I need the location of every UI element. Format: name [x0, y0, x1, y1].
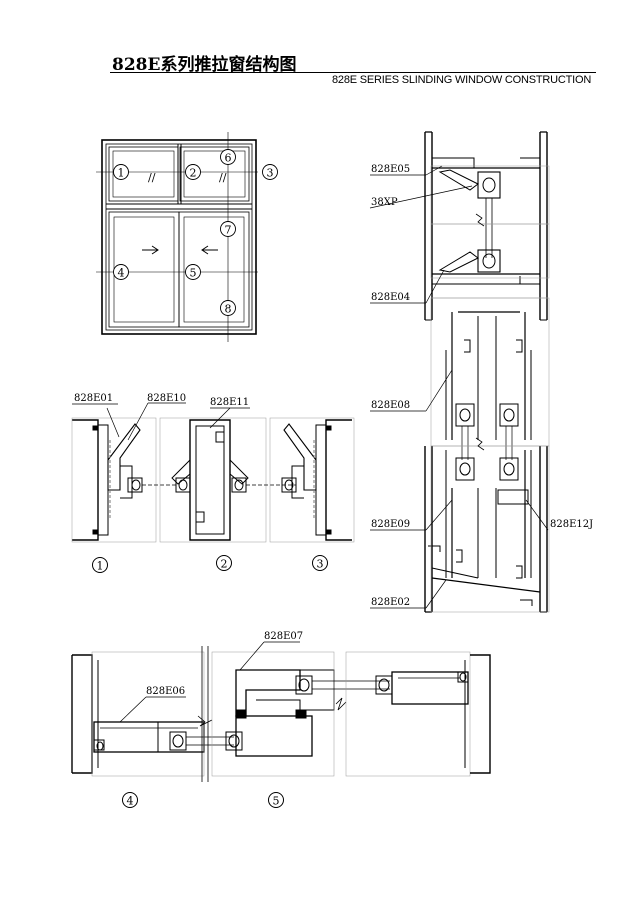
profile-label-828e05: 828E05 — [371, 164, 410, 175]
view-marker-4-label: 4 — [127, 795, 134, 808]
section-marker-8 — [220, 300, 236, 316]
horizontal-section — [71, 403, 355, 543]
glazing-mark-left: // — [148, 171, 156, 184]
profile-label-828e11: 828E11 — [210, 397, 249, 408]
profile-label-38xp: 38XP — [371, 197, 398, 208]
view-marker-3-label: 3 — [317, 558, 324, 571]
profile-label-828e02: 828E02 — [371, 597, 410, 608]
window-elevation — [96, 132, 258, 342]
vertical-section — [424, 131, 550, 613]
profile-label-828e04: 828E04 — [371, 292, 410, 303]
profile-label-828e10: 828E10 — [147, 393, 186, 404]
profile-label-828e06: 828E06 — [146, 686, 185, 697]
section-marker-7 — [220, 221, 236, 237]
section-marker-4-label: 4 — [118, 267, 125, 280]
section-marker-6-label: 6 — [225, 152, 232, 165]
section-marker-5 — [185, 264, 201, 280]
section-marker-1-label: 1 — [118, 167, 125, 180]
lower-section — [71, 646, 491, 782]
section-marker-3 — [262, 164, 278, 180]
section-marker-8-label: 8 — [225, 303, 232, 316]
profile-label-828e01: 828E01 — [74, 393, 113, 404]
view-marker-4 — [122, 792, 138, 808]
slide-arrow-right — [201, 245, 218, 255]
profile-label-828e12j: 828E12J — [550, 519, 593, 530]
view-marker-5-label: 5 — [273, 795, 280, 808]
section-marker-5-label: 5 — [190, 267, 197, 280]
drawing-title-chinese: 828E系列推拉窗结构图 — [112, 55, 297, 75]
profile-label-828e09: 828E09 — [371, 519, 410, 530]
view-marker-2-label: 2 — [221, 558, 228, 571]
view-marker-1 — [92, 557, 108, 573]
view-marker-5 — [268, 792, 284, 808]
slide-arrow-left — [142, 245, 159, 255]
glazing-mark-right: // — [219, 171, 227, 184]
view-marker-1-label: 1 — [97, 560, 104, 573]
section-marker-1 — [113, 164, 129, 180]
drawing-title-english: 828E SERIES SLINDING WINDOW CONSTRUCTION — [332, 74, 592, 86]
section-marker-4 — [113, 264, 129, 280]
section-marker-6 — [220, 149, 236, 165]
section-marker-2-label: 2 — [190, 167, 197, 180]
section-marker-2 — [185, 164, 201, 180]
profile-label-828e07: 828E07 — [264, 631, 303, 642]
section-marker-3-label: 3 — [267, 167, 274, 180]
view-marker-3 — [312, 555, 328, 571]
profile-label-828e08: 828E08 — [371, 400, 410, 411]
title-underline — [110, 72, 596, 73]
view-marker-2 — [216, 555, 232, 571]
section-marker-7-label: 7 — [225, 224, 232, 237]
